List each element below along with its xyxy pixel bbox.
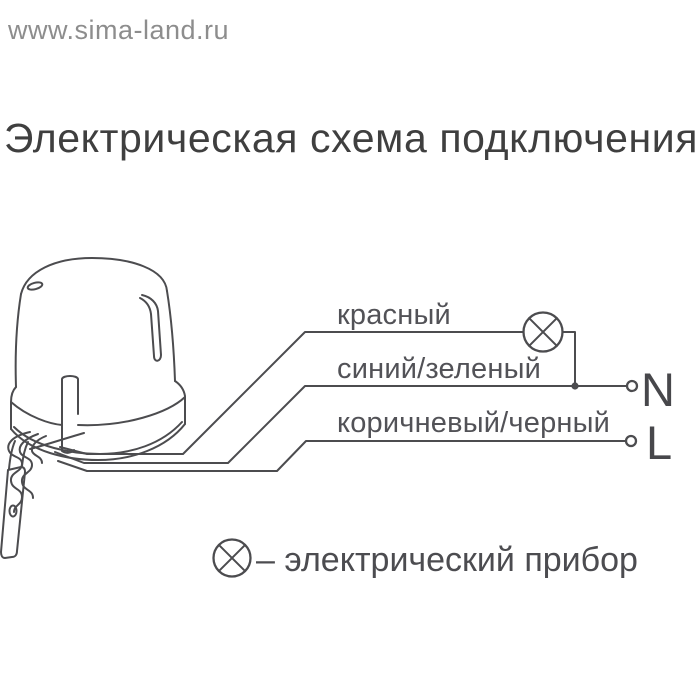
device-front-tab [62,376,78,453]
bracket-screw-hole [10,506,17,517]
device-dome [21,258,167,294]
wire-bundle-squiggle [32,436,46,463]
watermark: www.sima-land.ru [8,15,230,45]
terminal-l-circle [626,436,636,446]
wire-label-red: красный [337,299,451,331]
mounting-bracket-plate [1,467,25,558]
legend-lamp-icon [214,540,251,577]
device-collar-top [11,397,185,425]
junction-dot [571,382,579,390]
wire-brown-line [58,441,626,471]
device-body-right [167,291,175,381]
wire-label-blue-green: синий/зеленый [337,353,542,385]
page-title: Электрическая схема подключения [4,115,699,161]
device-body-left [16,294,21,387]
legend-text: – электрический прибор [256,541,638,579]
lamp-icon [524,313,563,352]
device-top-notch [27,281,43,291]
wire-bundle-squiggle [20,434,38,498]
terminal-n-label: N [641,363,675,416]
terminal-n-circle [627,381,637,391]
wire-blue-line [55,386,627,463]
wire-red-line [60,332,575,454]
device-side-slot [140,295,161,361]
wire-label-brown-black: коричневый/черный [337,407,611,439]
device-collar-bottom [11,424,185,460]
wires [55,332,627,471]
terminal-l-label: L [646,416,673,469]
device-illustration [1,258,185,558]
